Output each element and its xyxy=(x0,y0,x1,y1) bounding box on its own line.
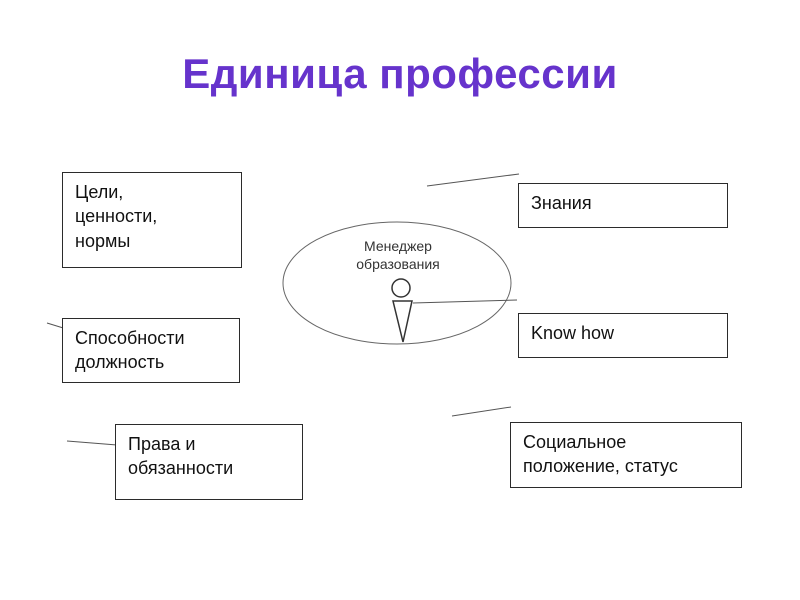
diagram-box-status: Социальное положение, статус xyxy=(510,422,742,488)
diagram-box-abilities: Способности должность xyxy=(62,318,240,383)
person-body-icon xyxy=(392,300,413,343)
center-ellipse-label: Менеджер образования xyxy=(356,238,440,272)
center-ellipse xyxy=(282,221,512,345)
connector-knowhow xyxy=(412,299,518,304)
slide-title: Единица профессии xyxy=(182,50,618,97)
connector-knowledge xyxy=(426,173,520,187)
connector-rights xyxy=(66,440,118,446)
diagram-box-rights: Права и обязанности xyxy=(115,424,303,500)
diagram-box-knowhow: Know how xyxy=(518,313,728,358)
diagram-box-knowledge: Знания xyxy=(518,183,728,228)
diagram-box-goals: Цели, ценности, нормы xyxy=(62,172,242,268)
connector-status xyxy=(451,406,512,417)
person-icon xyxy=(391,278,413,343)
person-head-icon xyxy=(391,278,411,298)
